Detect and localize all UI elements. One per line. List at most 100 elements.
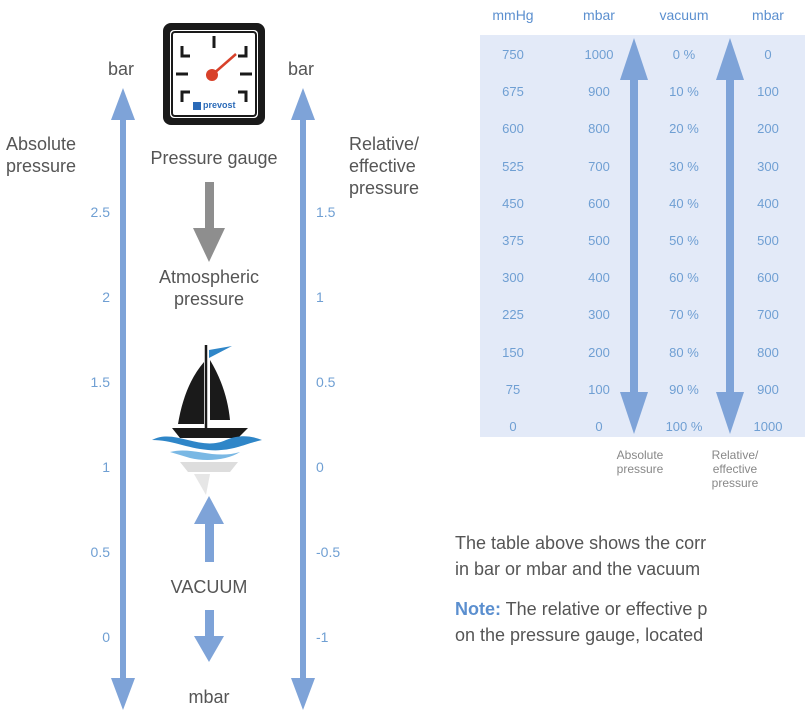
absolute-arrow-up-head — [620, 38, 648, 80]
bar-label-left: bar — [108, 59, 135, 79]
right-tick-1: 1 — [316, 289, 324, 305]
relative-pressure-line-2: effective — [349, 156, 416, 176]
atmospheric-line-2: pressure — [173, 289, 245, 309]
right-tick-0: 0 — [316, 459, 324, 475]
sailboat-icon — [152, 345, 262, 495]
note-bold-label: Note: — [455, 599, 501, 619]
table-cell-mbar-relative: 0 — [764, 47, 772, 62]
absolute-arrow-down-head — [620, 392, 648, 434]
table-cell-mmhg: 525 — [502, 158, 524, 174]
header-vacuum: vacuum — [659, 7, 709, 23]
table-cell-mbar-absolute: 1000 — [584, 47, 614, 62]
table-relative-line-3: pressure — [711, 476, 759, 490]
table-absolute-line-1: Absolute — [616, 448, 664, 462]
description-paragraph: The table above shows the corr in bar or… — [455, 530, 706, 582]
table-cell-mmhg: 75 — [505, 381, 521, 397]
table-cell-mbar-absolute: 400 — [588, 270, 610, 286]
table-cell-mbar-absolute: 900 — [588, 84, 610, 100]
table-cell-mbar-relative: 100 — [757, 84, 779, 100]
vacuum-down-arrow — [194, 610, 224, 662]
table-cell-mbar-relative: 200 — [757, 121, 779, 137]
atmospheric-arrow — [193, 182, 225, 262]
table-cell-mbar-absolute: 200 — [588, 344, 610, 360]
table-cell-vacuum: 0 % — [672, 47, 696, 62]
table-cell-mmhg: 150 — [502, 344, 524, 360]
table-cell-mbar-absolute: 100 — [588, 381, 610, 397]
pressure-gauge-icon — [163, 23, 265, 125]
table-relative-pressure-label: Relative/ effective pressure — [695, 448, 775, 490]
relative-pressure-line-1: Relative/ — [349, 134, 420, 154]
table-cell-vacuum: 50 % — [669, 233, 699, 248]
paragraph-line-1: The table above shows the corr — [455, 533, 707, 553]
table-cell-mbar-absolute: 700 — [588, 158, 610, 174]
table-cell-vacuum: 90 % — [669, 381, 699, 397]
absolute-pressure-label: Absolute pressure — [6, 133, 76, 177]
table-cell-vacuum: 40 % — [669, 195, 699, 211]
conversion-table-background — [480, 35, 805, 437]
relative-arrow-shaft — [726, 70, 734, 400]
gauge-brand-text: prevost — [203, 100, 236, 110]
absolute-pressure-axis-arrow — [111, 88, 135, 710]
table-cell-mbar-relative: 700 — [757, 307, 779, 323]
table-cell-mmhg: 375 — [502, 233, 524, 248]
relative-arrow-down-head — [716, 392, 744, 434]
relative-pressure-axis-arrow — [291, 88, 315, 710]
table-cell-vacuum: 80 % — [669, 344, 699, 360]
relative-pressure-line-3: pressure — [349, 178, 420, 198]
table-cell-mmhg: 675 — [502, 84, 524, 100]
left-tick-2-5: 2.5 — [90, 204, 110, 220]
table-cell-mbar-absolute: 300 — [588, 307, 610, 323]
bar-label-right: bar — [288, 59, 315, 79]
table-absolute-line-2: pressure — [616, 462, 664, 476]
table-cell-vacuum: 10 % — [669, 84, 699, 100]
vacuum-label: VACUUM — [170, 577, 248, 597]
table-cell-mbar-relative: 300 — [757, 158, 779, 174]
header-mmhg: mmHg — [492, 7, 534, 23]
absolute-pressure-line-2: pressure — [6, 156, 77, 176]
left-tick-1-5: 1.5 — [90, 374, 110, 390]
table-cell-vacuum: 60 % — [669, 270, 699, 286]
right-tick-minus-1: -1 — [316, 629, 329, 645]
table-cell-vacuum: 20 % — [669, 121, 699, 137]
note-paragraph: Note: The relative or effective p on the… — [455, 596, 707, 648]
table-cell-mbar-absolute: 500 — [588, 233, 610, 248]
left-tick-0: 0 — [102, 629, 110, 645]
note-line-2: on the pressure gauge, located — [455, 625, 704, 645]
left-tick-0-5: 0.5 — [90, 544, 110, 560]
left-tick-1: 1 — [102, 459, 110, 475]
table-cell-mbar-relative: 500 — [757, 233, 779, 248]
note-line-1-text: The relative or effective p — [501, 599, 708, 619]
table-cell-mbar-absolute: 800 — [588, 121, 610, 137]
atmospheric-line-1: Atmospheric — [158, 267, 260, 287]
table-cell-mmhg: 450 — [502, 195, 524, 211]
table-cell-mmhg: 225 — [502, 307, 524, 323]
table-cell-mmhg: 0 — [509, 419, 517, 434]
table-cell-mbar-relative: 800 — [757, 344, 779, 360]
table-relative-line-1: Relative/ — [711, 448, 759, 462]
relative-pressure-label: Relative/ effective pressure — [349, 133, 419, 199]
table-cell-mbar-relative: 400 — [757, 195, 779, 211]
table-cell-vacuum: 100 % — [665, 419, 703, 434]
table-cell-mbar-relative: 600 — [757, 270, 779, 286]
paragraph-line-2: in bar or mbar and the vacuum — [455, 559, 701, 579]
header-mbar-absolute: mbar — [583, 7, 615, 23]
table-cell-vacuum: 30 % — [669, 158, 699, 174]
right-tick-minus-0-5: -0.5 — [316, 544, 341, 560]
absolute-arrow-shaft — [630, 70, 638, 400]
mbar-label: mbar — [188, 687, 230, 707]
table-cell-mbar-relative: 900 — [757, 381, 779, 397]
atmospheric-pressure-label: Atmospheric pressure — [134, 266, 284, 310]
pressure-gauge-label: Pressure gauge — [150, 148, 278, 168]
table-cell-mbar-absolute: 0 — [595, 419, 603, 434]
table-cell-mbar-relative: 1000 — [753, 419, 783, 434]
absolute-pressure-line-1: Absolute — [6, 134, 77, 154]
table-cell-mmhg: 300 — [502, 270, 524, 286]
left-tick-2: 2 — [102, 289, 110, 305]
note-line-1: Note: The relative or effective p — [455, 596, 707, 622]
relative-arrow-up-head — [716, 38, 744, 80]
table-cell-mbar-absolute: 600 — [588, 195, 610, 211]
right-tick-0-5: 0.5 — [316, 374, 336, 390]
table-cell-mmhg: 600 — [502, 121, 524, 137]
table-relative-line-2: effective — [712, 462, 758, 476]
